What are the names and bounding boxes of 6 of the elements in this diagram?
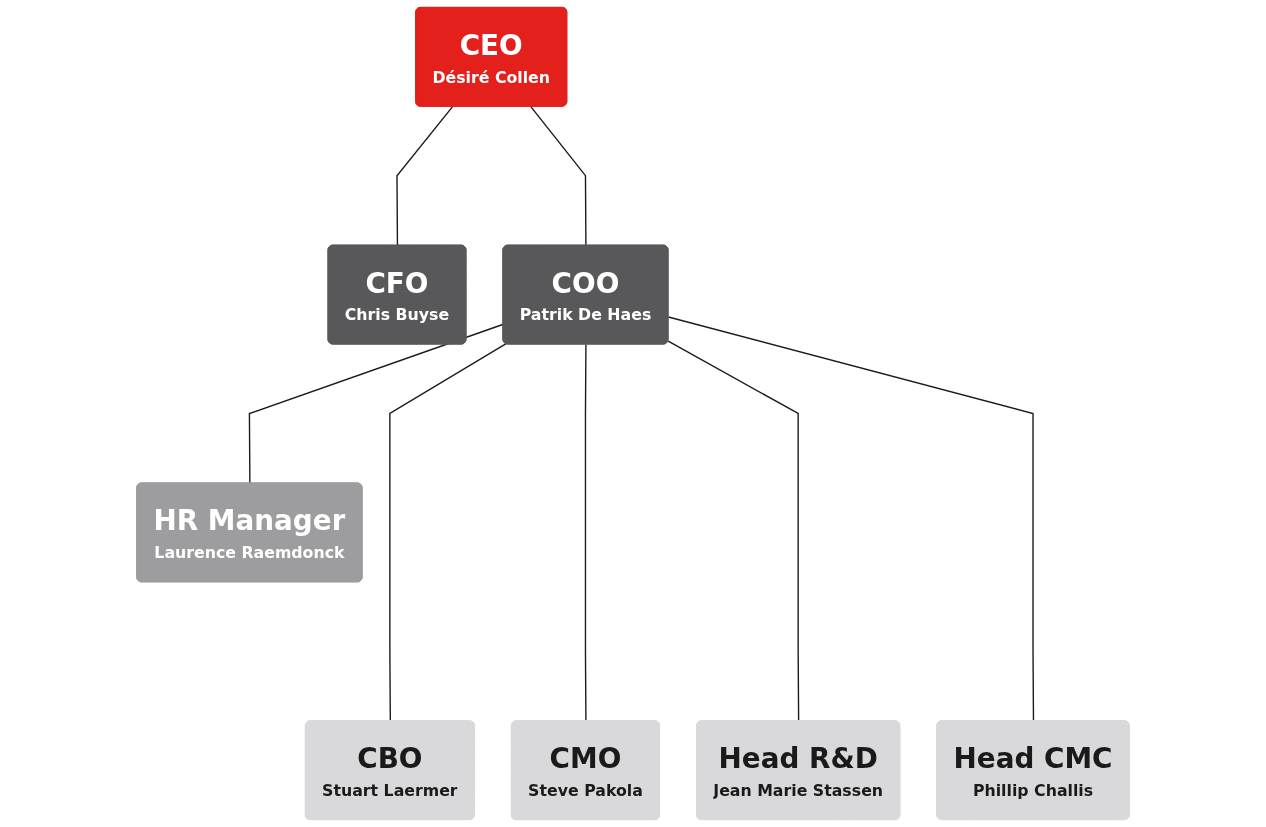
connector	[667, 316, 1035, 722]
connector	[396, 105, 454, 247]
connector	[389, 343, 507, 722]
connector	[584, 343, 587, 722]
connector	[530, 105, 587, 247]
connector	[667, 340, 800, 722]
